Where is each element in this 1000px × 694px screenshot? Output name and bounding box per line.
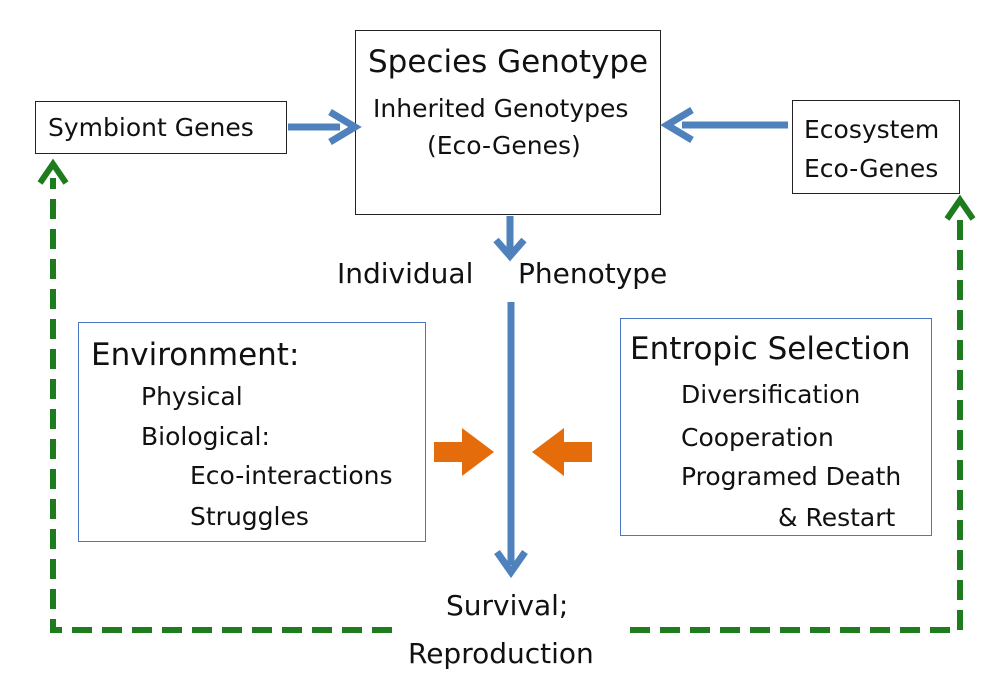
environment-title: Environment: (91, 337, 300, 373)
phenotype-label-phenotype: Phenotype (518, 257, 668, 290)
symbiont-to-genotype-arrow (288, 108, 362, 146)
entropic-item-diversification: Diversification (681, 380, 861, 409)
genotype-to-phenotype-arrow (493, 216, 527, 262)
environment-item-eco-interactions: Eco-interactions (190, 461, 393, 490)
entropic-pressure-arrow (532, 428, 592, 476)
symbiont-genes-box (35, 101, 287, 154)
entropic-item-cooperation: Cooperation (681, 423, 834, 452)
reproduction-label: Reproduction (408, 637, 594, 670)
symbiont-genes-label: Symbiont Genes (48, 113, 254, 142)
eco-genes-label: (Eco-Genes) (427, 131, 581, 160)
feedback-to-ecosystem-arrow (630, 194, 976, 633)
ecosystem-to-genotype-arrow (660, 106, 788, 144)
entropic-item-programed-death: Programed Death (681, 462, 902, 491)
entropic-item-restart: & Restart (778, 503, 896, 532)
ecosystem-eco-genes-box (792, 100, 960, 194)
environment-item-biological: Biological: (141, 422, 270, 451)
survival-label: Survival; (446, 589, 569, 622)
environment-pressure-arrow (434, 428, 494, 476)
ecosystem-label: Ecosystem (804, 115, 940, 144)
phenotype-label-individual: Individual (337, 257, 474, 290)
species-genotype-title: Species Genotype (368, 44, 649, 80)
phenotype-to-survival-arrow (494, 302, 528, 579)
environment-box (78, 322, 426, 542)
feedback-to-symbiont-arrow (37, 158, 392, 633)
environment-item-physical: Physical (141, 382, 243, 411)
species-genotype-box (355, 30, 661, 215)
entropic-selection-title: Entropic Selection (630, 331, 911, 367)
inherited-genotypes-label: Inherited Genotypes (373, 94, 629, 123)
ecosystem-eco-genes-label: Eco-Genes (804, 154, 939, 183)
entropic-selection-box (620, 318, 932, 536)
environment-item-struggles: Struggles (190, 502, 309, 531)
